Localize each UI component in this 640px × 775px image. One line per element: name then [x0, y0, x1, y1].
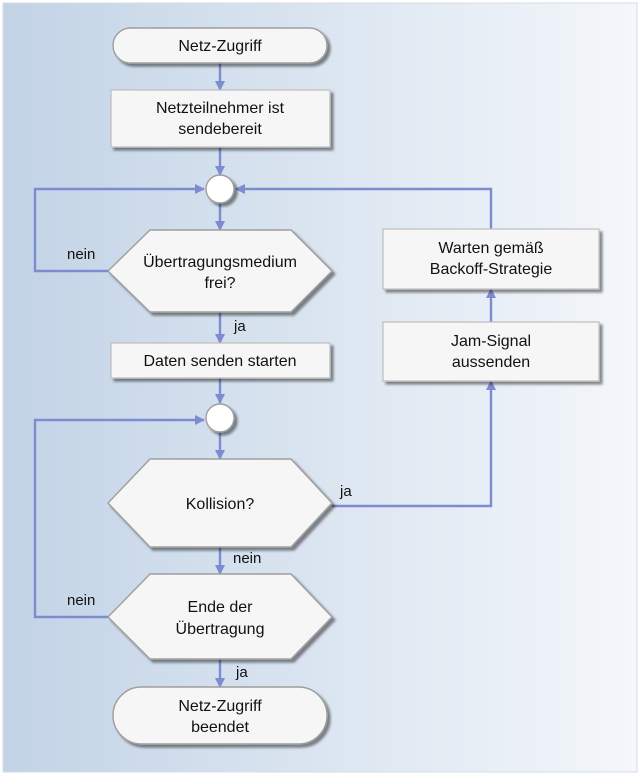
edge-backoff-to-merge1 [235, 184, 493, 229]
end-transfer-label-line-2: Übertragung [176, 620, 265, 638]
finished-label-line-1: Netz-Zugriff [178, 698, 262, 715]
jam-label-line-1: Jam-Signal [451, 333, 531, 350]
backoff-label-line-1: Warten gemäß [438, 240, 543, 257]
edge-labels: nein ja ja nein nein ja [67, 246, 352, 681]
edge-label-collision-yes: ja [339, 483, 352, 500]
ready-label-line-1: Netzteilnehmer ist [156, 100, 285, 117]
start-label: Netz-Zugriff [178, 38, 262, 55]
end-transfer-label-line-1: Ende der [188, 599, 254, 616]
edge-label-end-yes: ja [235, 664, 248, 681]
merge-connector-2 [205, 403, 235, 433]
connectors [33, 63, 496, 688]
edge-collision-yes [332, 380, 496, 508]
end-transfer-decision [107, 573, 333, 660]
send-start-label: Daten senden starten [144, 353, 297, 370]
medium-free-label-line-2: frei? [204, 275, 235, 292]
edge-label-medium-no: nein [67, 246, 95, 263]
collision-decision [107, 458, 333, 548]
finished-label-line-2: beendet [191, 719, 249, 736]
edge-label-collision-no: nein [233, 550, 261, 567]
merge-connector-1 [205, 174, 235, 204]
backoff-label-line-2: Backoff-Strategie [430, 261, 553, 278]
edge-medium-no-loop [33, 184, 205, 273]
start-terminator [112, 27, 328, 64]
backoff-process-box [382, 228, 600, 290]
edge-end-no-loop [33, 415, 205, 619]
medium-free-label-line-1: Übertragungsmedium [143, 253, 297, 271]
ready-process-box [110, 89, 331, 148]
finished-terminator [112, 686, 328, 745]
medium-free-decision [106, 229, 333, 313]
send-start-process-box [110, 342, 331, 379]
jam-label-line-2: aussenden [452, 354, 530, 371]
edge-label-end-no: nein [67, 592, 95, 609]
edge-label-medium-yes: ja [233, 318, 246, 335]
ready-label-line-2: sendebereit [178, 121, 262, 138]
collision-label: Kollision? [186, 496, 255, 513]
jam-process-box [382, 321, 600, 382]
node-labels: Netz-Zugriff Netzteilnehmer ist sendeber… [143, 38, 552, 736]
